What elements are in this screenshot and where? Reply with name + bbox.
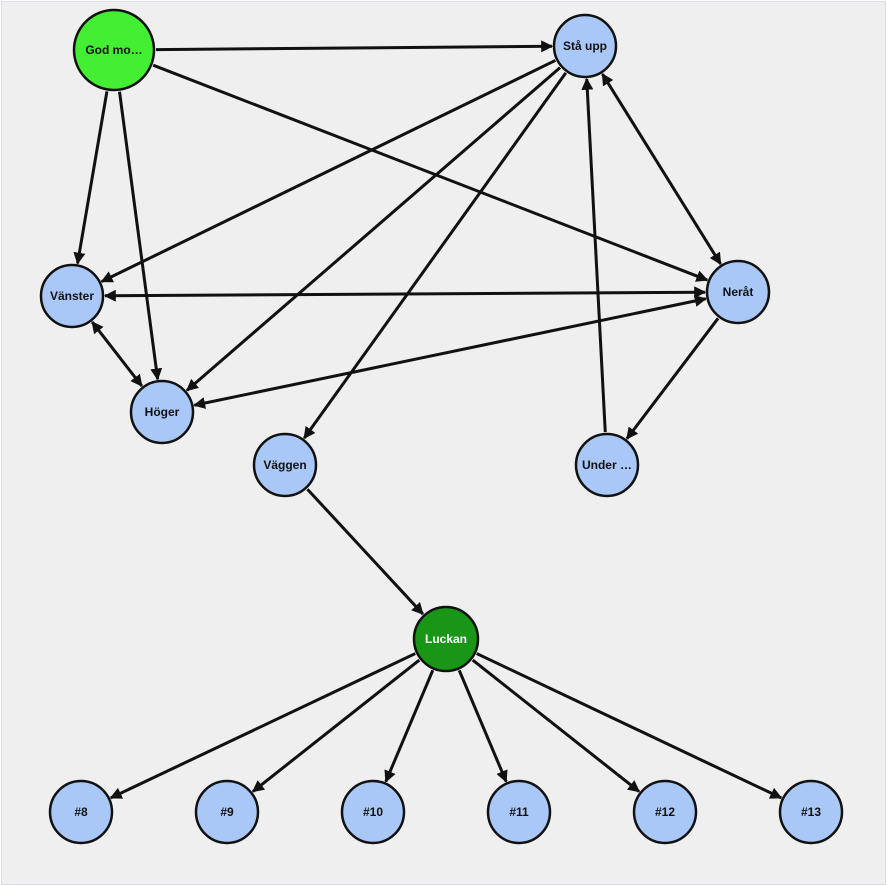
node-nerat[interactable]: Neråt: [705, 259, 771, 325]
edge-vanster-to-hoger: [91, 321, 143, 387]
node-label-hoger: Höger: [145, 405, 180, 419]
node-circle-luckan[interactable]: [412, 605, 480, 673]
edge-sta-to-vanster: [100, 59, 556, 283]
node-circle-vaggen[interactable]: [252, 432, 318, 498]
node-label-sta: Stå upp: [563, 39, 607, 53]
node-label-under: Under …: [582, 458, 632, 472]
node-circle-sta[interactable]: [552, 13, 618, 79]
node-label-nerat: Neråt: [723, 285, 754, 299]
node-label-vanster: Vänster: [50, 289, 94, 303]
node-circle-vanster[interactable]: [39, 263, 105, 329]
edge-luckan-to-n8: [109, 652, 416, 800]
edge-god-to-hoger: [118, 91, 163, 381]
edge-god-to-vanster: [73, 91, 109, 265]
node-label-n8: #8: [74, 805, 88, 819]
node-n8[interactable]: #8: [48, 779, 114, 845]
edge-nerat-to-hoger: [193, 295, 707, 409]
node-under[interactable]: Under …: [574, 432, 640, 498]
node-vanster[interactable]: Vänster: [39, 263, 105, 329]
node-n10[interactable]: #10: [340, 779, 406, 845]
edge-nerat-to-under: [625, 317, 720, 440]
node-n12[interactable]: #12: [632, 779, 698, 845]
node-label-n11: #11: [509, 805, 529, 819]
node-god[interactable]: God mo…: [72, 8, 156, 92]
node-luckan[interactable]: Luckan: [412, 605, 480, 673]
edge-luckan-to-n11: [457, 669, 508, 783]
node-circle-nerat[interactable]: [705, 259, 771, 325]
node-label-vaggen: Väggen: [263, 458, 306, 472]
edge-under-to-sta: [581, 77, 607, 433]
node-label-n12: #12: [655, 805, 675, 819]
edge-god-to-sta: [155, 40, 554, 53]
node-circle-god[interactable]: [72, 8, 156, 92]
node-n13[interactable]: #13: [778, 779, 844, 845]
node-label-god: God mo…: [85, 43, 142, 57]
edge-sta-to-nerat: [601, 73, 722, 265]
node-circle-under[interactable]: [574, 432, 640, 498]
edges-layer: [73, 40, 783, 800]
node-label-n10: #10: [363, 805, 383, 819]
node-circle-n12[interactable]: [632, 779, 698, 845]
node-n11[interactable]: #11: [486, 779, 552, 845]
edge-luckan-to-n9: [251, 658, 421, 793]
node-n9[interactable]: #9: [194, 779, 260, 845]
edge-vaggen-to-luckan: [306, 488, 425, 616]
node-hoger[interactable]: Höger: [129, 379, 195, 445]
node-circle-n8[interactable]: [48, 779, 114, 845]
node-circle-n10[interactable]: [340, 779, 406, 845]
edge-god-to-nerat: [152, 63, 709, 282]
node-circle-n11[interactable]: [486, 779, 552, 845]
edge-luckan-to-n10: [384, 669, 435, 783]
edge-vanster-to-nerat: [103, 286, 707, 302]
node-label-n13: #13: [801, 805, 821, 819]
node-label-luckan: Luckan: [425, 632, 467, 646]
node-circle-n13[interactable]: [778, 779, 844, 845]
node-circle-hoger[interactable]: [129, 379, 195, 445]
edge-luckan-to-n13: [476, 652, 783, 800]
node-label-n9: #9: [220, 805, 234, 819]
node-sta[interactable]: Stå upp: [552, 13, 618, 79]
node-circle-n9[interactable]: [194, 779, 260, 845]
node-vaggen[interactable]: Väggen: [252, 432, 318, 498]
edge-luckan-to-n12: [471, 658, 641, 793]
